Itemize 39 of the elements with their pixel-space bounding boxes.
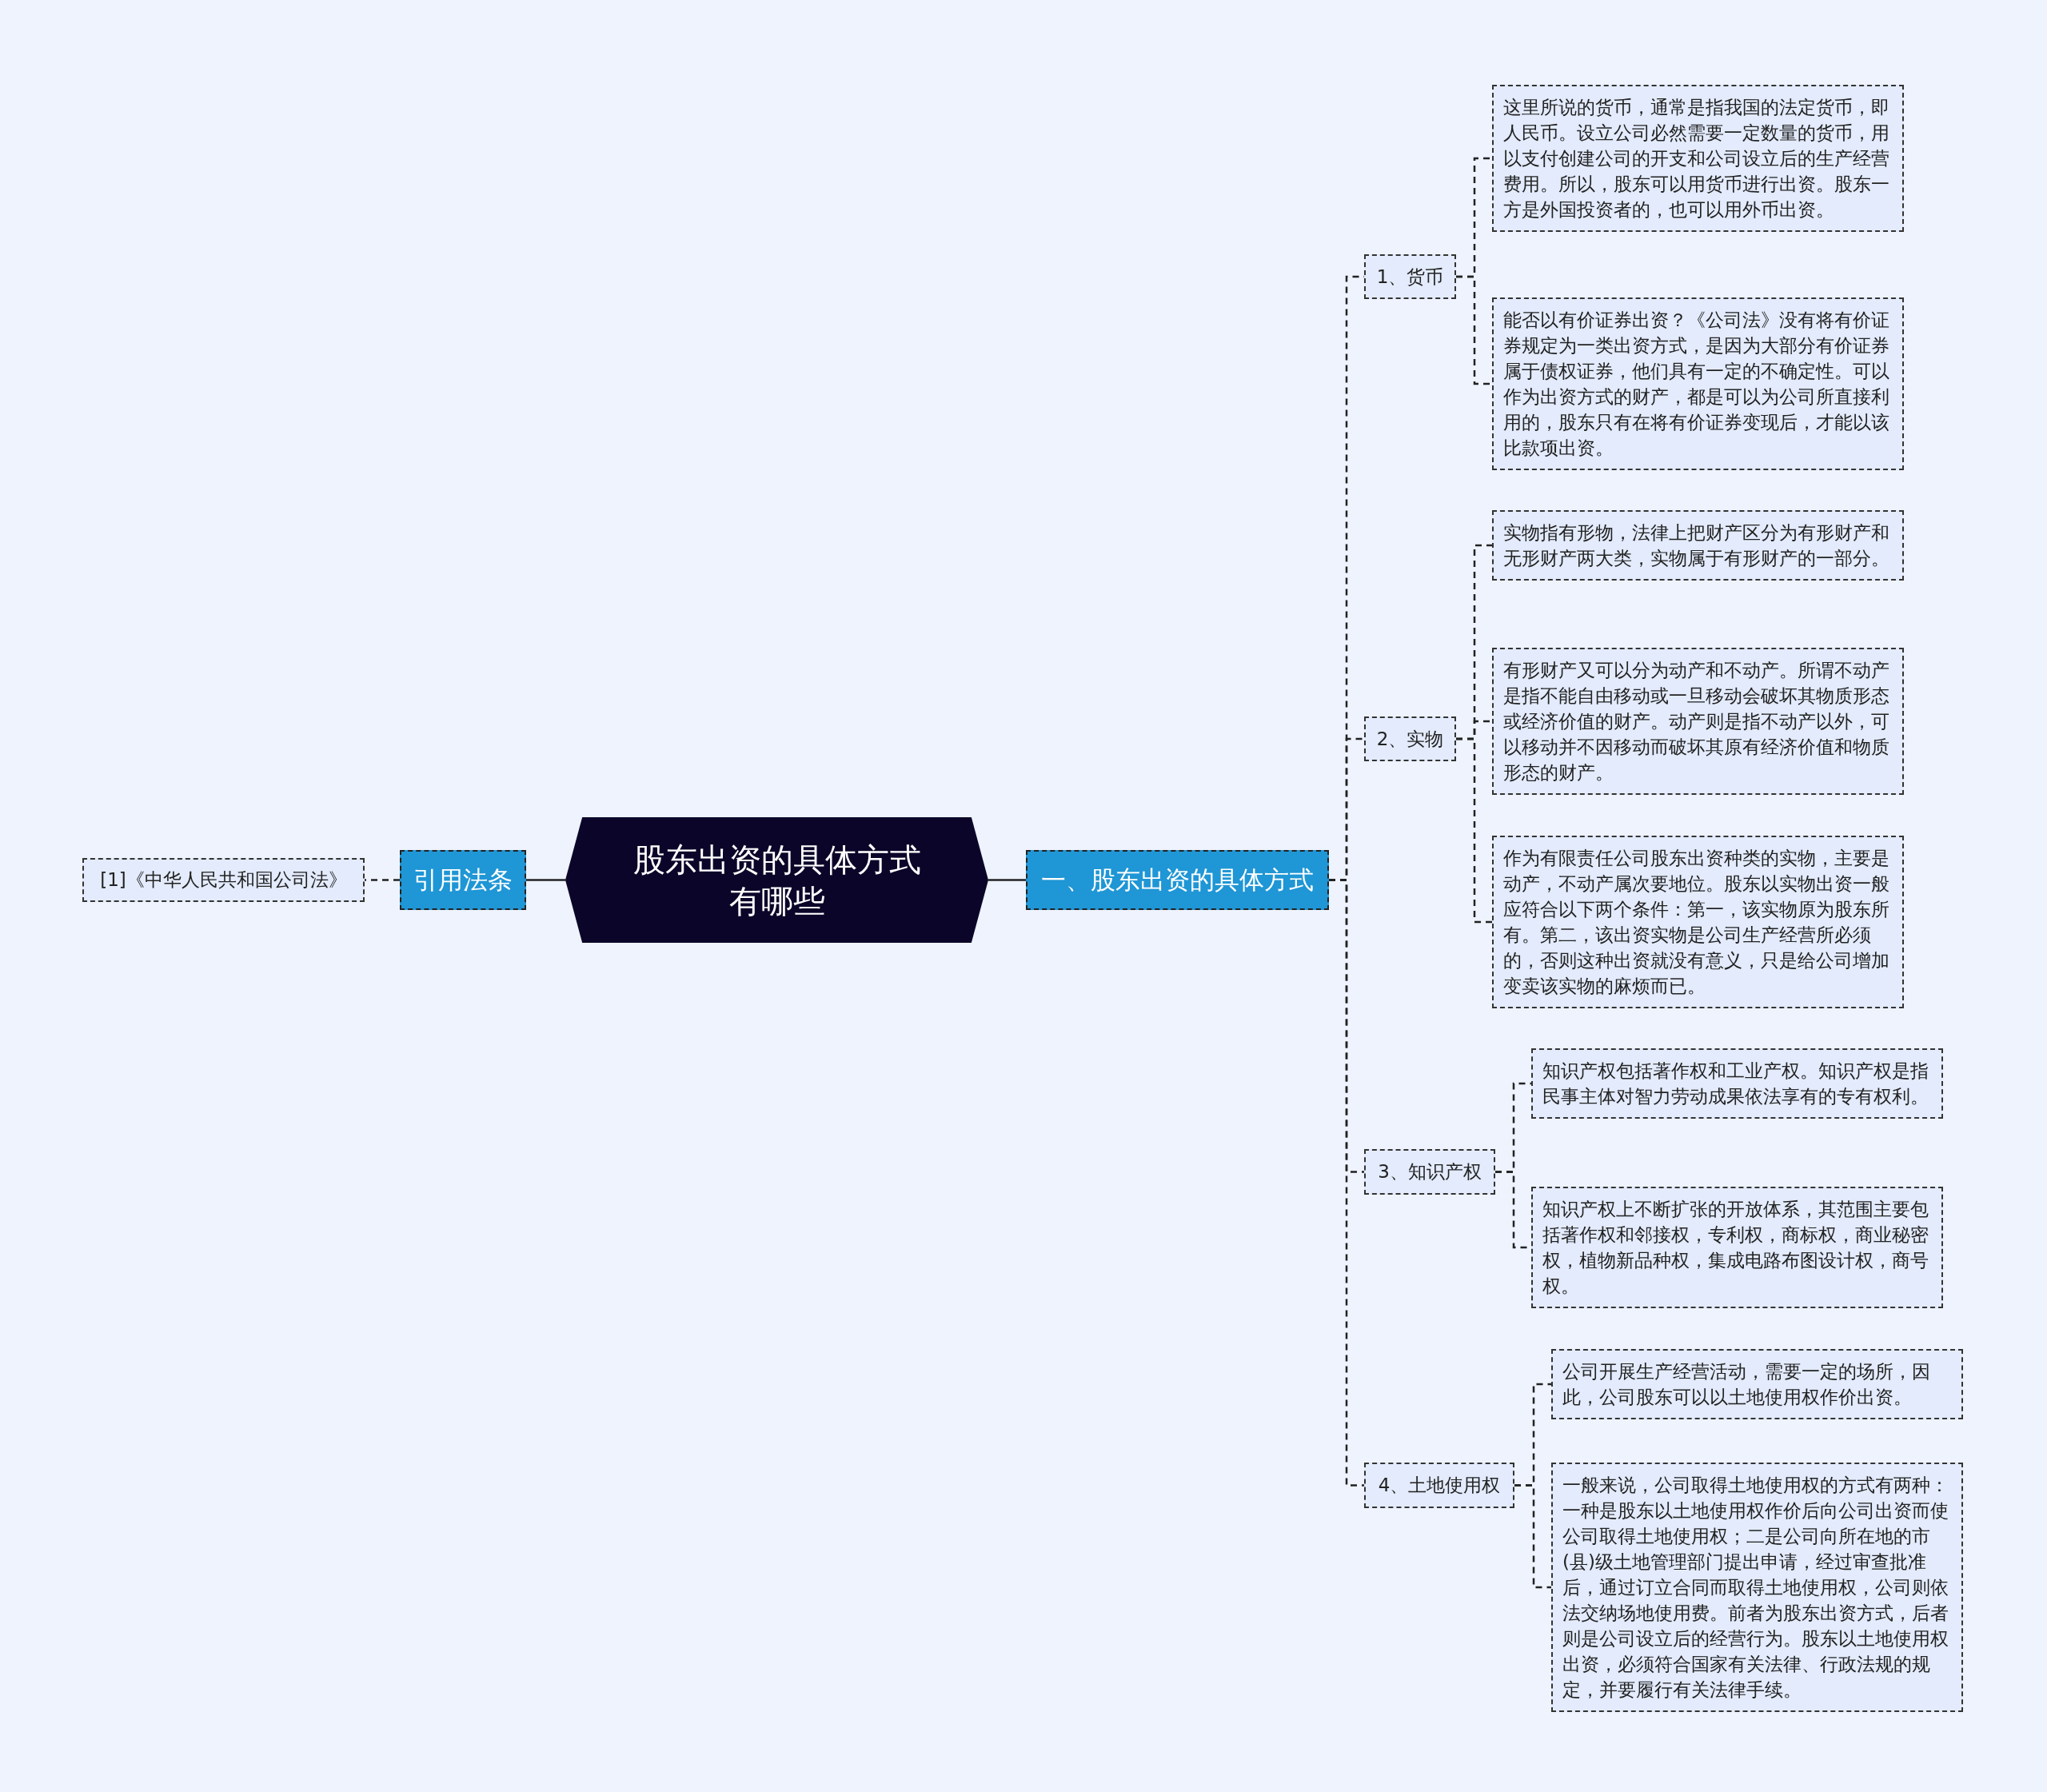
note-text: 作为有限责任公司股东出资种类的实物，主要是动产，不动产属次要地位。股东以实物出资一般应符合以下两个条件：第一，该实物原为股东所有。第二，该出资实物是公司生产经营所必须的，否则这种出资就没有意义，只是给公司增加变卖该实物的麻烦而已。: [1503, 847, 1890, 998]
note-text: 知识产权上不断扩张的开放体系，其范围主要包括著作权和邻接权，专利权，商标权，商业秘密权，植物新品种权，集成电路布图设计权，商号权。: [1542, 1198, 1929, 1298]
note-box: [1531, 1048, 1943, 1119]
note-text: 知识产权包括著作权和工业产权。知识产权是指民事主体对智力劳动成果依法享有的专有权利。: [1542, 1060, 1929, 1108]
central-topic-box: [565, 817, 988, 943]
note-text: 实物指有形物，法律上把财产区分为有形财产和无形财产两大类，实物属于有形财产的一部分。: [1503, 521, 1890, 570]
note-text: 这里所说的货币，通常是指我国的法定货币，即人民币。设立公司必然需要一定数量的货币，用以支付创建公司的开支和公司设立后的生产经营费用。所以，股东可以用货币进行出资。股东一方是外国投资者的，也可以用外币出资。: [1503, 96, 1890, 222]
connector-line: [1456, 275, 1492, 385]
connector-line: [526, 879, 565, 881]
subtopic-box: [1364, 1149, 1495, 1195]
topic-label: 一、股东出资的具体方式: [1041, 864, 1314, 896]
connector-line: [1456, 737, 1492, 924]
note-box: [1492, 510, 1904, 581]
note-box: [1492, 85, 1904, 232]
topic-label: 4、土地使用权: [1378, 1474, 1501, 1497]
topic-label: 1、货币: [1376, 265, 1444, 289]
subtopic-box: [1364, 1463, 1514, 1508]
note-box: [1492, 836, 1904, 1008]
topic-box: [400, 850, 526, 910]
connector-line: [1514, 1484, 1551, 1589]
topic-label: 3、知识产权: [1378, 1160, 1482, 1183]
topic-label: 引用法条: [413, 864, 513, 896]
subtopic-box: [82, 858, 365, 902]
topic-label: 2、实物: [1376, 727, 1444, 751]
note-text: 一般来说，公司取得土地使用权的方式有两种：一种是股东以土地使用权作价后向公司出资而使公司取得土地使用权；二是公司向所在地的市(县)级土地管理部门提出申请，经过审查批准后，通过订立合同而取得土地使用权，公司则依法交纳场地使用费。前者为股东出资方式，后者则是公司设立后的经营行为。股东以土地使用权出资，必须符合国家有关法律、行政法规的规定，并要履行有关法律手续。: [1562, 1474, 1949, 1702]
note-box: [1492, 297, 1904, 470]
note-text: 能否以有价证券出资？《公司法》没有将有价证券规定为一类出资方式，是因为大部分有价证券属于债权证券，他们具有一定的不确定性。可以作为出资方式的财产，都是可以为公司所直接利用的，股东只有在将有价证券变现后，才能以该比款项出资。: [1503, 309, 1890, 460]
topic-box: [1026, 850, 1329, 910]
topic-label: 股东出资的具体方式有哪些: [632, 840, 922, 921]
connector-line: [988, 879, 1026, 881]
note-text: 公司开展生产经营活动，需要一定的场所，因此，公司股东可以以土地使用权作价出资。: [1562, 1360, 1931, 1409]
note-box: [1551, 1349, 1963, 1419]
topic-label: [1]《中华人民共和国公司法》: [100, 868, 347, 892]
subtopic-box: [1364, 254, 1456, 299]
connector-line: [365, 879, 400, 881]
note-box: [1492, 648, 1904, 795]
note-box: [1531, 1187, 1943, 1308]
subtopic-box: [1364, 716, 1456, 761]
note-text: 有形财产又可以分为动产和不动产。所谓不动产是指不能自由移动或一旦移动会破坏其物质形态或经济价值的财产。动产则是指不动产以外，可以移动并不因移动而破坏其原有经济价值和物质形态的财产。: [1503, 659, 1890, 784]
